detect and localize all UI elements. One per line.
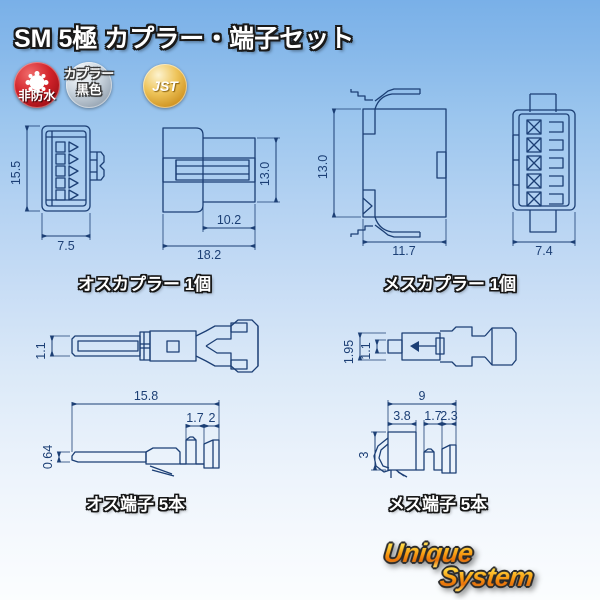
- caption-male-connector: オスカプラー 1個: [78, 275, 212, 294]
- female-terminal-side-view: [373, 431, 457, 478]
- dimension-7.5: [41, 213, 91, 240]
- male-terminal-side-view: [71, 436, 220, 477]
- badge-connector-color-label: カプラー黒色: [63, 67, 114, 97]
- dimension-1.7-female: [423, 420, 443, 452]
- dim-label-1.7-female: 1.7: [424, 409, 441, 423]
- dim-label-1.7-male: 1.7: [186, 411, 203, 425]
- dim-label-0.64: 0.64: [41, 445, 55, 469]
- dim-label-18.2: 18.2: [197, 248, 221, 262]
- brand-logo: Unique System: [378, 536, 590, 594]
- dimension-11.7: [362, 219, 447, 246]
- dimension-15.8: [71, 400, 220, 452]
- female-connector-side-view: [350, 88, 447, 238]
- page-title: SM 5極 カプラー・端子セット: [14, 25, 355, 53]
- dim-label-2: 2: [209, 411, 216, 425]
- dimension-15.5: [24, 125, 40, 212]
- sunburst-icon: [29, 75, 45, 90]
- male-terminal-top-view: [71, 319, 259, 373]
- dimension-13.0-female: [331, 108, 361, 218]
- dim-label-15.8: 15.8: [134, 389, 158, 403]
- badge-waterproof: 非防水: [14, 62, 60, 108]
- male-connector-front-view: [41, 125, 105, 212]
- dimension-1.1-female: [374, 339, 386, 354]
- dim-label-7.4: 7.4: [535, 244, 552, 258]
- dimension-3-female: [371, 431, 386, 471]
- dim-label-15.5: 15.5: [9, 161, 23, 185]
- dim-label-3-female: 3: [357, 451, 371, 458]
- caption-male-terminal: オス端子 5本: [86, 495, 186, 514]
- dim-label-1.1-female: 1.1: [359, 342, 373, 359]
- dim-label-1.95: 1.95: [342, 340, 356, 364]
- dim-label-13.0-male: 13.0: [258, 162, 272, 186]
- badge-connector-color: カプラー黒色: [64, 62, 114, 108]
- female-terminal-top-view: [387, 326, 517, 367]
- dim-label-2.3: 2.3: [440, 409, 457, 423]
- dimension-10.2: [202, 204, 256, 250]
- logo-line-system: System: [438, 562, 535, 592]
- dimension-7.4: [512, 212, 576, 246]
- badge-waterproof-label: 非防水: [18, 89, 56, 103]
- dimension-1.7-male: [185, 423, 205, 446]
- caption-female-connector: メスカプラー 1個: [383, 275, 517, 294]
- dimension-0.64: [56, 451, 70, 463]
- dimension-1.95-female: [357, 332, 386, 361]
- caption-female-terminal: メス端子 5本: [388, 495, 488, 514]
- dimension-1.1-male: [49, 335, 70, 357]
- dimension-13.0-male: [257, 137, 280, 203]
- male-connector-side-view: [162, 127, 256, 213]
- badge-brand-label: JST: [152, 78, 178, 94]
- dim-label-1.1-male: 1.1: [34, 342, 48, 359]
- female-connector-front-view: [512, 93, 576, 233]
- dim-label-13.0-female: 13.0: [316, 155, 330, 179]
- badge-brand-jst: JST: [143, 64, 187, 108]
- dim-label-11.7: 11.7: [392, 244, 415, 258]
- dim-label-7.5: 7.5: [57, 239, 74, 253]
- dimension-3.8: [387, 420, 417, 432]
- dim-label-10.2: 10.2: [217, 213, 241, 227]
- dim-label-9: 9: [419, 389, 426, 403]
- dim-label-3.8: 3.8: [393, 409, 410, 423]
- dimension-18.2: [162, 214, 256, 250]
